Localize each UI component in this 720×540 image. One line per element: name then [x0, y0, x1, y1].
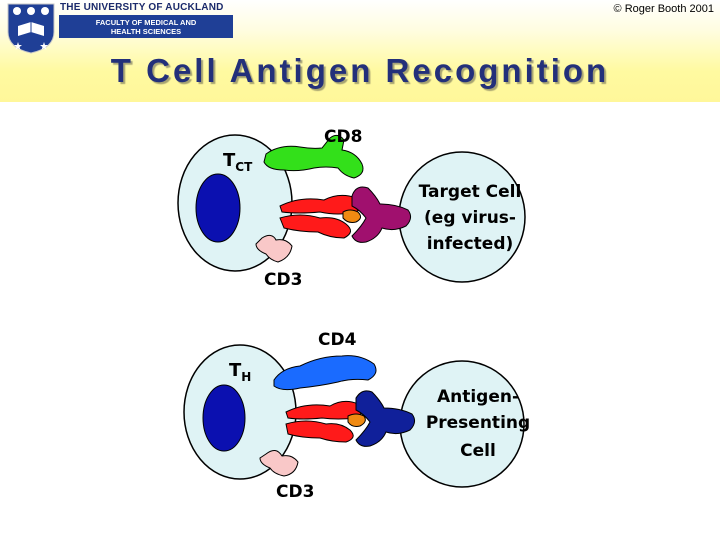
faculty-banner: FACULTY OF MEDICAL AND HEALTH SCIENCES: [59, 15, 233, 38]
tcr-beta-chain-bottom: [285, 420, 354, 443]
faculty-line-1: FACULTY OF MEDICAL AND: [95, 17, 197, 27]
bottom-panel: TH CD4 CD3 Antigen- Presenting Cell: [183, 330, 530, 502]
target-cell-label-1: Target Cell: [419, 182, 522, 202]
apc-label-1: Antigen-: [437, 387, 519, 407]
tcr-beta-chain: [279, 214, 351, 239]
t-cell-nucleus-bottom: [202, 384, 246, 452]
university-crest-icon: [7, 3, 55, 54]
slide-title: T Cell Antigen Recognition: [110, 52, 610, 89]
apc-label-3: Cell: [460, 441, 496, 461]
cd3-complex-bottom: [259, 450, 299, 477]
antigen-peptide: [342, 209, 362, 223]
t-cell-label-top: TCT: [223, 150, 253, 174]
copyright-notice: © Roger Booth 2001: [613, 3, 714, 15]
cd8-molecule: [263, 134, 364, 179]
target-cell-label-3: infected): [427, 234, 514, 254]
antigen-peptide-bottom: [347, 413, 366, 427]
mhc-class-1: [351, 186, 412, 243]
cd3-label-bottom: CD3: [276, 482, 314, 502]
apc-label-2: Presenting: [426, 413, 530, 433]
mhc-class-2: [355, 390, 416, 447]
t-cell-label-bottom: TH: [229, 360, 251, 384]
target-cell-label-2: (eg virus-: [424, 208, 516, 228]
university-name: THE UNIVERSITY OF AUCKLAND: [60, 2, 224, 13]
top-panel: TCT CD8 CD3 Target Cell (eg virus- infec…: [177, 127, 526, 290]
cd4-label: CD4: [318, 330, 357, 350]
cd4-molecule: [273, 355, 377, 391]
cd8-label: CD8: [324, 127, 362, 147]
cd3-label-top: CD3: [264, 270, 302, 290]
faculty-line-2: HEALTH SCIENCES: [110, 26, 182, 36]
cd3-complex-top: [255, 234, 293, 263]
t-cell-nucleus: [195, 173, 241, 243]
